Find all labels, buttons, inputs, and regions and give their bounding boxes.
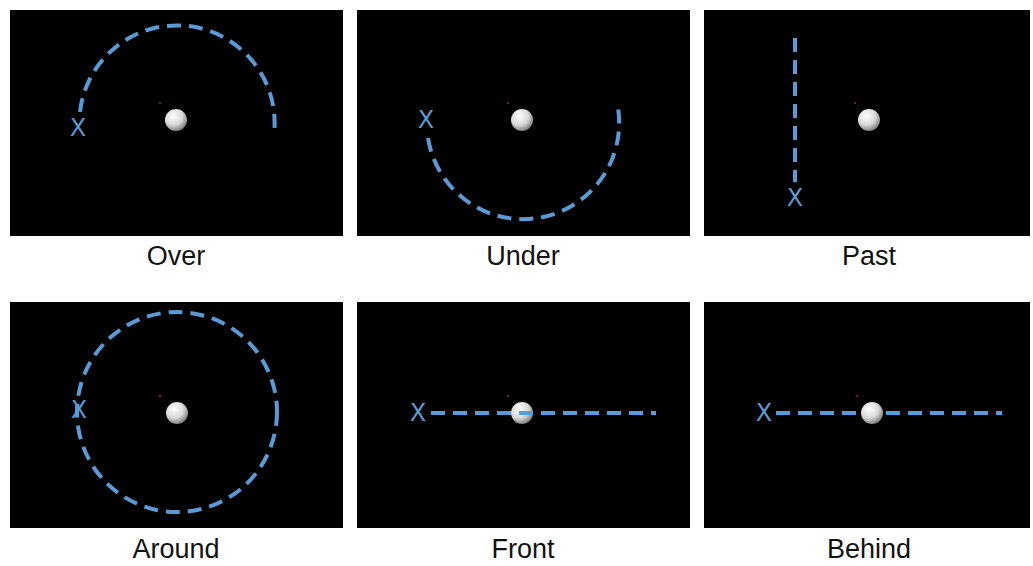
start-marker: X	[756, 401, 772, 425]
start-marker: X	[70, 116, 86, 140]
start-marker: X	[787, 186, 803, 210]
panel-caption: Front	[491, 536, 554, 563]
start-marker: X	[71, 398, 87, 422]
panels	[10, 10, 1030, 528]
panel-caption: Around	[132, 536, 219, 563]
spheres	[165, 109, 883, 424]
panel-caption: Over	[147, 243, 206, 270]
panel-caption: Behind	[827, 536, 911, 563]
panel-caption: Under	[486, 243, 560, 270]
dashed-paths-under	[77, 25, 1002, 512]
start-marker: X	[418, 108, 434, 132]
red-dots	[159, 102, 858, 397]
start-marker: X	[410, 401, 426, 425]
panel-caption: Past	[842, 243, 896, 270]
dashed-path-front	[431, 411, 656, 415]
